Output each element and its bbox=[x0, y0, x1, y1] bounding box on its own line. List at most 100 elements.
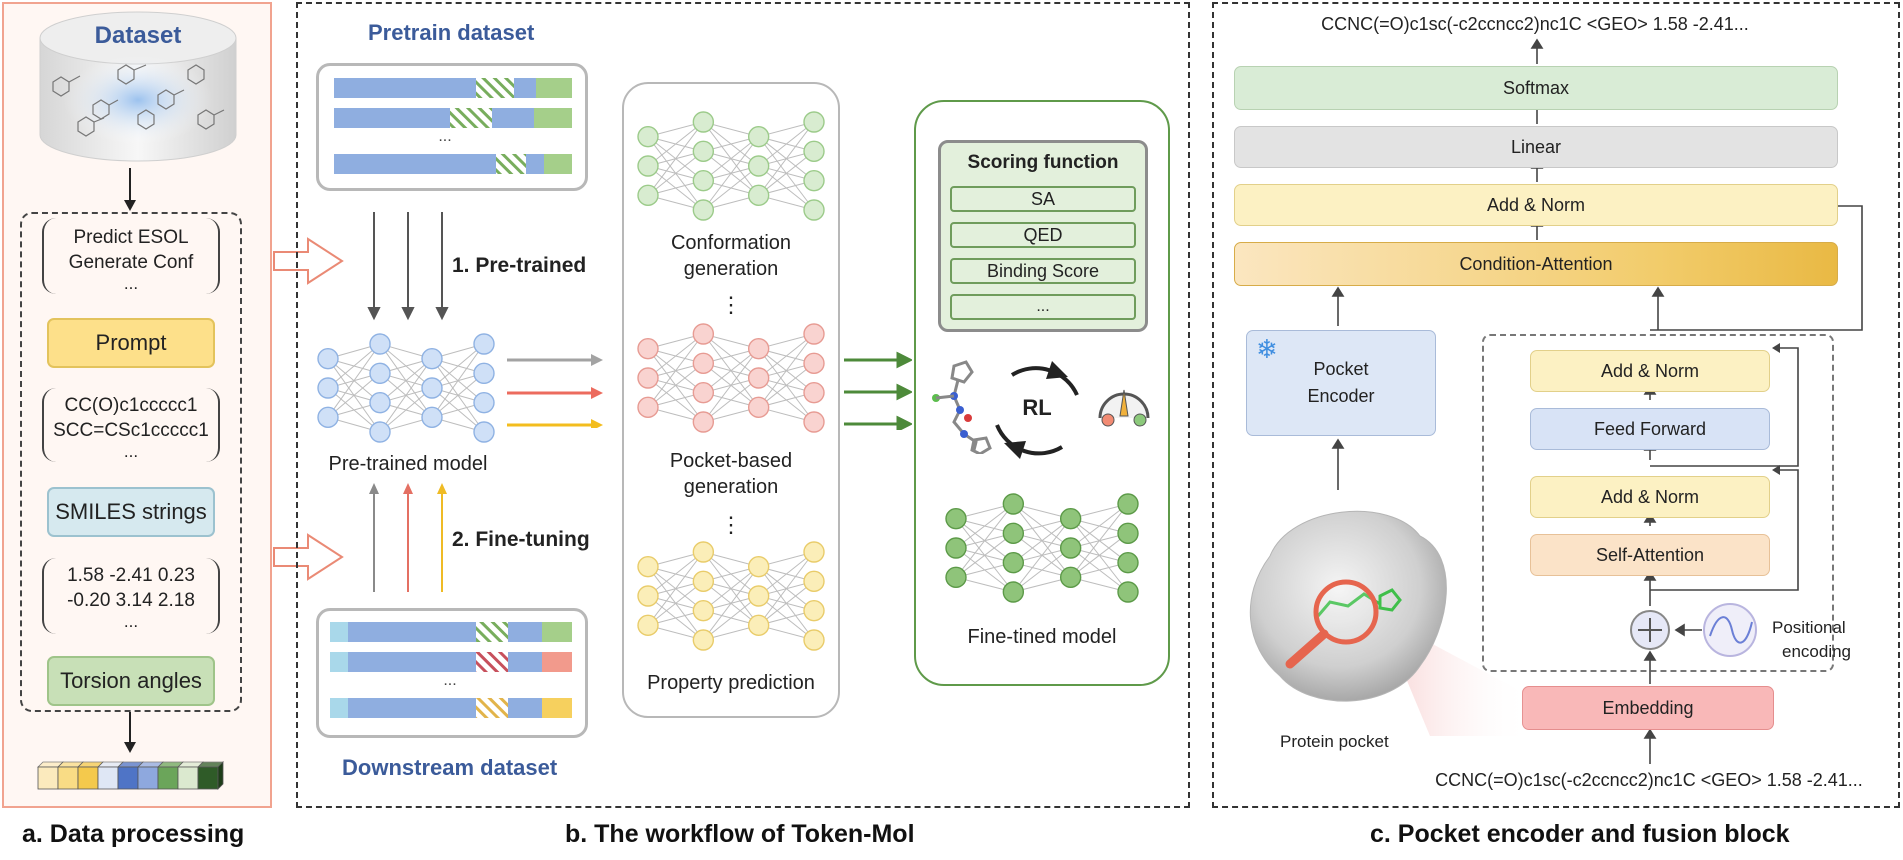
downstream-dataset-title: Downstream dataset bbox=[342, 755, 558, 780]
caption-b: b. The workflow of Token-Mol bbox=[565, 820, 915, 848]
inputs-dashed-box bbox=[20, 212, 242, 712]
scoring-item-qed: QED bbox=[950, 222, 1136, 248]
task-line-1: Predict ESOL bbox=[73, 227, 189, 248]
downstream-ellipsis: ... bbox=[443, 672, 457, 689]
task-text-group bbox=[42, 218, 220, 294]
panel-c-arrows bbox=[1331, 38, 1863, 764]
positional-encoding-icon bbox=[1703, 603, 1757, 657]
network-node bbox=[692, 570, 715, 593]
rl-cycle-icon bbox=[995, 361, 1079, 459]
conformation-network bbox=[636, 110, 826, 227]
network-node bbox=[637, 585, 659, 607]
output-sequence: CCNC(=O)c1sc(-c2ccncc2)nc1C <GEO> 1.58 -… bbox=[1321, 14, 1749, 34]
positional-encoding-line-2: encoding bbox=[1782, 642, 1852, 661]
network-node bbox=[692, 411, 715, 433]
self-attention-block: Self-Attention bbox=[1530, 534, 1770, 576]
network-node bbox=[1117, 522, 1139, 545]
rl-label: RL bbox=[1022, 395, 1052, 420]
gauge-icon bbox=[1098, 389, 1150, 427]
network-node bbox=[1059, 537, 1082, 559]
smiles-line-1: CC(O)c1ccccc1 bbox=[64, 395, 198, 416]
pocket-generation-network bbox=[636, 322, 826, 439]
finetune-up-arrows bbox=[369, 483, 447, 592]
network-node bbox=[747, 184, 770, 207]
network-node bbox=[803, 411, 825, 433]
network-node bbox=[803, 199, 825, 221]
network-node bbox=[637, 367, 659, 389]
network-node bbox=[803, 323, 825, 345]
network-node bbox=[692, 629, 715, 651]
finetuned-model-label: Fine-tined model bbox=[967, 626, 1117, 648]
network-node bbox=[747, 125, 770, 148]
conformation-label-1: Conformation bbox=[670, 232, 792, 254]
network-node bbox=[421, 406, 443, 429]
network-node bbox=[692, 381, 715, 404]
network-node bbox=[692, 352, 715, 375]
pretrain-bars bbox=[334, 78, 572, 174]
network-node bbox=[473, 391, 495, 414]
network-node bbox=[803, 169, 825, 192]
torsion-line-1: 1.58 -2.41 0.23 bbox=[67, 565, 195, 586]
add-norm-top-block: Add & Norm bbox=[1234, 184, 1838, 226]
network-node bbox=[692, 323, 715, 345]
panel-c-frame bbox=[1212, 2, 1900, 808]
step-finetuning-label: 2. Fine-tuning bbox=[452, 528, 590, 551]
linear-block: Linear bbox=[1234, 126, 1838, 168]
torsion-line-3: ... bbox=[123, 612, 139, 631]
network-node bbox=[945, 566, 967, 589]
network-node bbox=[1059, 507, 1082, 530]
torsion-line-2: -0.20 3.14 2.18 bbox=[67, 590, 195, 611]
pretrain-dataset-title: Pretrain dataset bbox=[368, 20, 535, 45]
network-node bbox=[692, 199, 715, 221]
vdots-1: ⋮ bbox=[720, 292, 742, 317]
network-node bbox=[1059, 566, 1082, 589]
network-node bbox=[637, 155, 659, 177]
network-node bbox=[421, 377, 443, 399]
protein-pocket-image bbox=[1249, 510, 1530, 736]
network-node bbox=[369, 362, 391, 385]
token-cube bbox=[57, 761, 84, 790]
step-pretrained-label: 1. Pre-trained bbox=[452, 254, 587, 277]
smiles-strings-box: SMILES strings bbox=[47, 487, 215, 537]
task-line-3: ... bbox=[123, 274, 139, 293]
add-node-icon bbox=[1630, 610, 1670, 650]
network-node bbox=[803, 629, 825, 651]
network-node bbox=[747, 367, 770, 389]
pretrained-model-network bbox=[316, 332, 496, 449]
network-node bbox=[1002, 581, 1025, 603]
network-node bbox=[317, 347, 339, 370]
network-node bbox=[317, 377, 339, 399]
caption-a: a. Data processing bbox=[22, 820, 245, 848]
network-node bbox=[803, 541, 825, 563]
arrow-dataset-down bbox=[124, 168, 136, 211]
torsion-text-group bbox=[42, 558, 220, 634]
network-node bbox=[803, 352, 825, 375]
network-node bbox=[369, 421, 391, 443]
add-norm-2-block: Add & Norm bbox=[1530, 476, 1770, 518]
network-node bbox=[421, 347, 443, 370]
arrow-to-tokens bbox=[124, 712, 136, 753]
network-node bbox=[692, 140, 715, 163]
token-cube bbox=[117, 761, 144, 790]
network-node bbox=[692, 541, 715, 563]
model-to-tasks-arrows bbox=[507, 354, 603, 428]
network-node bbox=[945, 537, 967, 559]
network-node bbox=[473, 362, 495, 385]
network-node bbox=[747, 337, 770, 360]
arrow-a-to-pretrain bbox=[273, 237, 344, 285]
softmax-block: Softmax bbox=[1234, 66, 1838, 110]
scoring-function-title: Scoring function bbox=[967, 152, 1119, 173]
finetuned-network bbox=[944, 492, 1140, 609]
network-node bbox=[803, 570, 825, 593]
smiles-line-3: ... bbox=[123, 442, 139, 461]
torsion-angles-box: Torsion angles bbox=[47, 656, 215, 706]
network-node bbox=[1117, 581, 1139, 603]
network-node bbox=[747, 555, 770, 578]
network-node bbox=[747, 155, 770, 177]
pocket-encoder-line-1: Pocket bbox=[1313, 359, 1369, 379]
network-node bbox=[747, 585, 770, 607]
network-node bbox=[637, 614, 659, 637]
condition-attention-block: Condition-Attention bbox=[1234, 242, 1838, 286]
pocket-encoder-block: Pocket Encoder bbox=[1246, 330, 1436, 436]
network-node bbox=[747, 614, 770, 637]
